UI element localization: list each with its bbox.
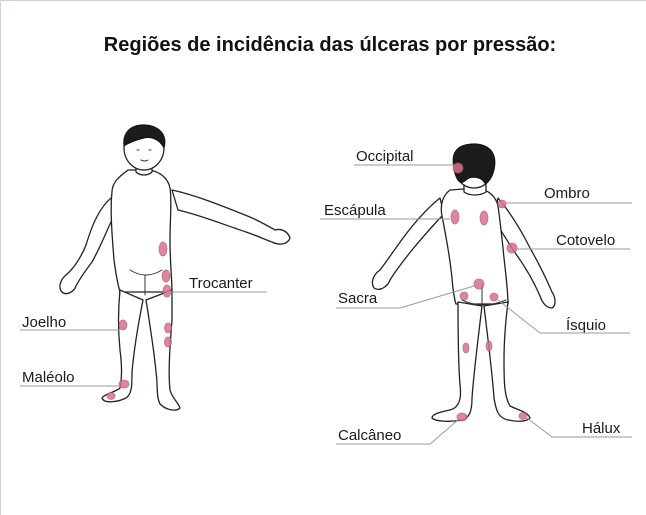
front-body-detail [129,269,163,296]
front-left-arm [59,194,116,295]
label-escapula: Escápula [324,202,386,219]
leader-calcaneo [336,419,459,445]
back-left-leg [431,301,483,422]
label-halux: Hálux [582,420,621,437]
label-cotovelo: Cotovelo [556,232,615,249]
back-right-leg [483,301,531,422]
back-body-figure [371,143,556,422]
front-right-arm [171,189,291,245]
back-left-arm [371,197,445,290]
front-spot-leg-1 [164,322,172,334]
back-spot-leg-left [462,342,470,354]
front-face-eyes [136,149,152,162]
back-spot-shoulder [497,199,507,209]
front-spot-trocanter-2 [162,284,172,298]
front-body-figure [59,124,291,411]
label-ombro: Ombro [544,185,590,202]
frame-left-border [0,0,13,515]
front-left-leg [101,289,144,403]
back-spot-scapula-left [450,209,460,225]
label-maleolo: Maléolo [22,369,75,386]
label-occipital: Occipital [356,148,414,165]
leader-halux [526,417,632,438]
back-spot-ischium-right [489,292,499,302]
back-right-arm [493,197,556,309]
leader-joelho [20,326,123,331]
front-spot-malleolus [118,379,130,389]
back-spot-scapula-right [479,210,489,226]
label-calcaneo: Calcâneo [338,427,401,444]
back-spot-occipital [452,162,464,174]
back-spot-hallux [518,412,528,420]
front-hair [123,124,166,150]
front-spot-trocanter-1 [161,269,171,283]
back-spot-heel [456,412,468,422]
page-title: Regiões de incidência das úlceras por pr… [103,34,557,56]
front-right-leg [145,289,181,411]
label-joelho: Joelho [22,314,66,331]
leader-sacra [336,285,475,309]
back-hair [452,143,496,184]
back-spot-elbow [506,242,518,254]
label-isquio: Ísquio [566,317,606,334]
label-trocanter: Trocanter [189,275,253,292]
back-spot-sacrum [473,278,485,290]
front-spot-hip-1 [158,241,168,257]
frame-top-border [0,0,646,15]
leader-isquio [497,299,630,334]
back-spot-ischium-left [459,291,469,301]
label-sacra: Sacra [338,290,378,307]
front-spot-leg-2 [164,336,172,348]
front-spot-foot [106,392,116,400]
front-torso [110,169,173,293]
back-spot-leg-right [485,340,493,352]
